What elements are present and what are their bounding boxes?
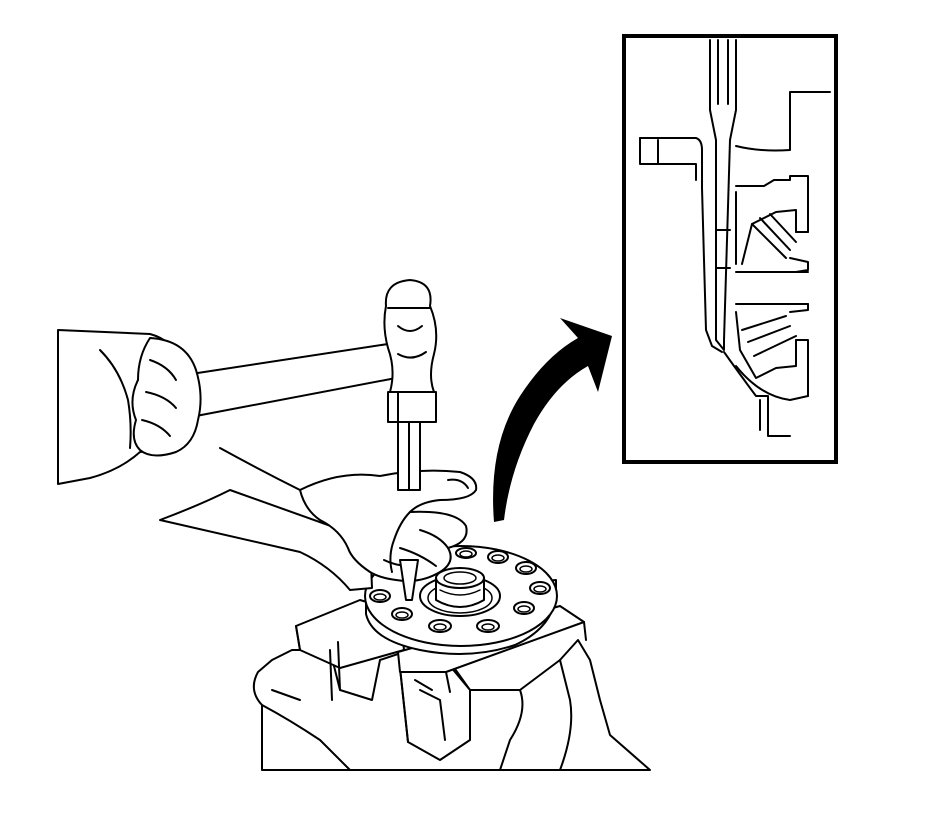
hammer-handle (177, 343, 397, 417)
bolt-holes (369, 547, 551, 633)
inset-detail (622, 34, 838, 464)
hammer-head (383, 279, 438, 393)
punch (397, 419, 421, 601)
hammer (177, 279, 438, 423)
hand-right (57, 329, 202, 485)
fist-right (131, 337, 202, 457)
punch-tip (399, 559, 419, 601)
hammer-face (387, 391, 437, 423)
fist-left (299, 469, 478, 582)
hand-left (159, 447, 478, 591)
curved-arrow-icon (493, 318, 612, 522)
inset-frame (622, 34, 838, 464)
arrow (493, 318, 612, 522)
